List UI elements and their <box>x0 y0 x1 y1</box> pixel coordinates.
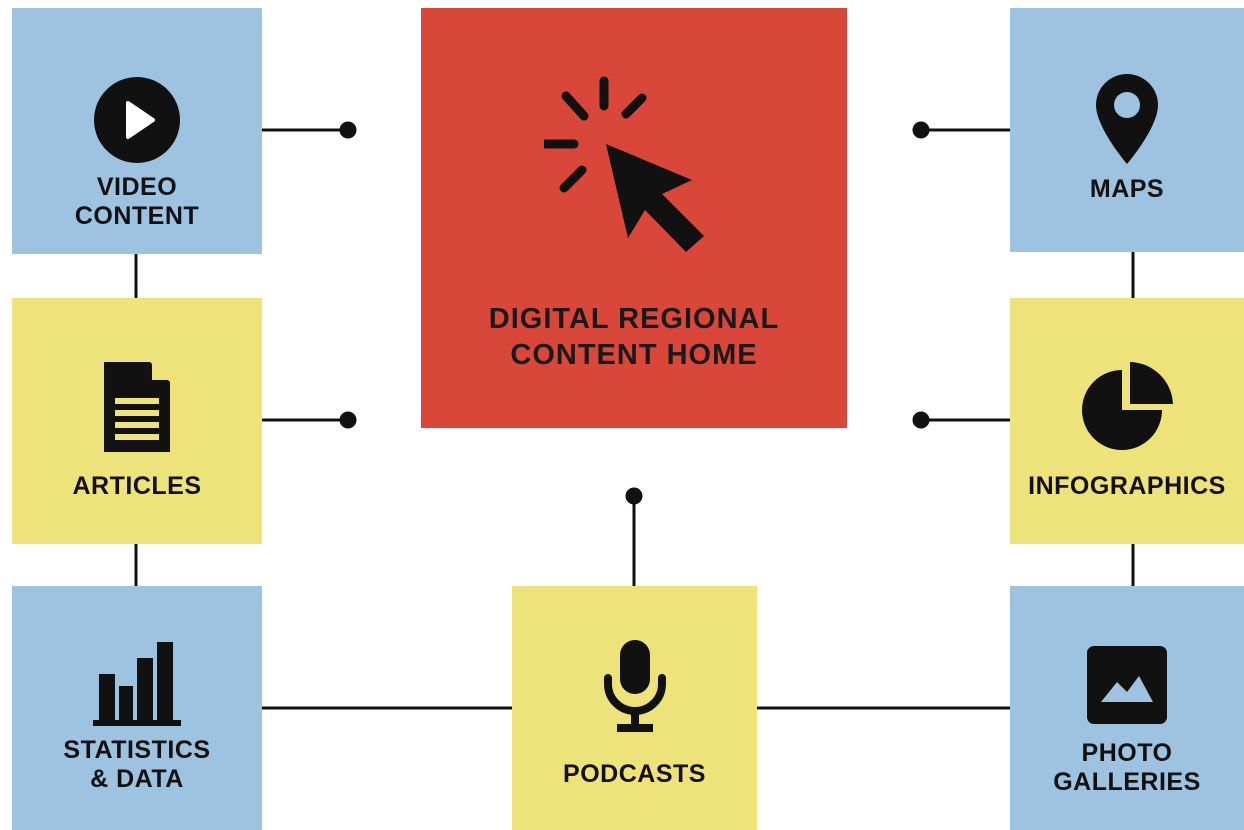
connector-dot <box>625 487 643 505</box>
cursor-click-icon <box>544 76 704 252</box>
center-label-line2: CONTENT HOME <box>510 339 758 371</box>
map-pin-icon <box>1096 74 1158 164</box>
connector-dot <box>912 121 930 139</box>
podcasts-label-line1: PODCASTS <box>563 760 706 788</box>
articles-label-line1: ARTICLES <box>72 472 202 500</box>
image-icon <box>1087 646 1167 724</box>
photo-galleries-label-line1: PHOTO <box>1081 739 1173 767</box>
photo-galleries-label-line2: GALLERIES <box>1053 768 1201 796</box>
document-icon <box>104 362 170 452</box>
podcasts-box[interactable]: PODCASTS <box>512 586 757 830</box>
center-label: DIGITAL REGIONAL CONTENT HOME <box>421 301 847 373</box>
video-content-label: VIDEO CONTENT <box>12 173 262 231</box>
play-circle-icon <box>94 77 180 163</box>
maps-label: MAPS <box>1010 175 1244 204</box>
video-content-label-line1: VIDEO <box>96 173 178 201</box>
statistics-data-label: STATISTICS & DATA <box>12 736 262 794</box>
microphone-icon <box>603 640 666 732</box>
infographics-label-line1: INFOGRAPHICS <box>1028 472 1226 500</box>
podcasts-label: PODCASTS <box>512 760 757 789</box>
statistics-data-box[interactable]: STATISTICS & DATA <box>12 586 262 830</box>
maps-label-line1: MAPS <box>1089 175 1165 203</box>
infographics-label: INFOGRAPHICS <box>1006 472 1244 501</box>
statistics-data-label-line1: STATISTICS <box>63 736 211 764</box>
video-content-box[interactable]: VIDEO CONTENT <box>12 8 262 254</box>
articles-box[interactable]: ARTICLES <box>12 298 262 544</box>
bar-chart-icon <box>93 642 181 726</box>
connector-dot <box>339 411 357 429</box>
connector-dot <box>912 411 930 429</box>
digital-regional-content-home-box[interactable]: DIGITAL REGIONAL CONTENT HOME <box>421 8 847 428</box>
connector-dot <box>339 121 357 139</box>
statistics-data-label-line2: & DATA <box>90 765 184 793</box>
articles-label: ARTICLES <box>12 472 262 501</box>
center-label-line1: DIGITAL REGIONAL <box>488 303 780 335</box>
infographics-box[interactable]: INFOGRAPHICS <box>1010 298 1244 544</box>
photo-galleries-label: PHOTO GALLERIES <box>1010 739 1244 797</box>
video-content-label-line2: CONTENT <box>74 202 200 230</box>
photo-galleries-box[interactable]: PHOTO GALLERIES <box>1010 586 1244 830</box>
pie-chart-icon <box>1082 362 1173 450</box>
maps-box[interactable]: MAPS <box>1010 8 1244 252</box>
